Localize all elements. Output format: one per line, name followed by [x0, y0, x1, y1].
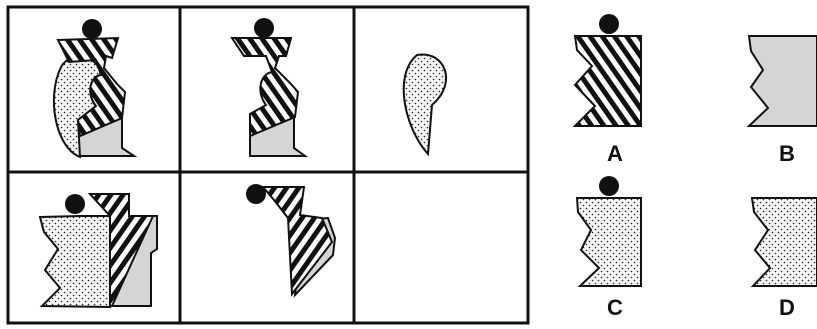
- option-c-figure[interactable]: [577, 176, 641, 286]
- option-a-figure[interactable]: [575, 14, 641, 126]
- cell-3-figure: [404, 54, 446, 154]
- option-b-label: B: [767, 142, 807, 166]
- option-c-label: C: [595, 296, 635, 320]
- option-b-figure[interactable]: [749, 36, 817, 126]
- cell-1-figure: [54, 19, 134, 157]
- cell-4-figure: [40, 194, 157, 307]
- option-d-label: D: [767, 296, 807, 320]
- cell-2-figure: [232, 18, 305, 156]
- option-a-label: A: [595, 142, 635, 166]
- option-d-figure[interactable]: [752, 198, 817, 286]
- cell-5-figure: [246, 184, 335, 295]
